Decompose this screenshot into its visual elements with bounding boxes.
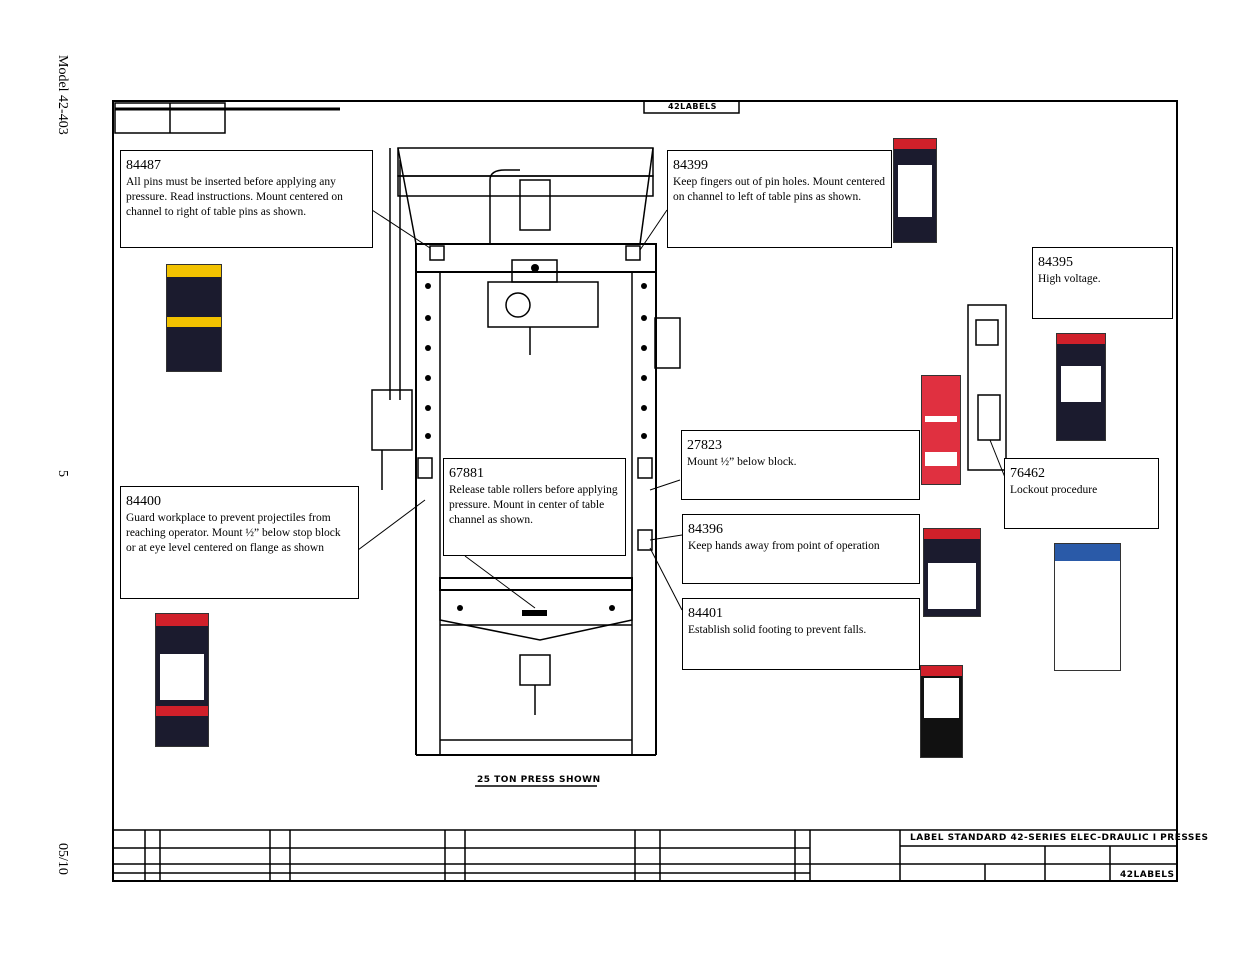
- callout-text: Lockout procedure: [1010, 484, 1098, 496]
- drawing-caption: 25 TON PRESS SHOWN: [477, 775, 601, 785]
- drawing-number: 42LABELS: [1120, 870, 1175, 880]
- callout-84401: 84401 Establish solid footing to prevent…: [682, 598, 920, 670]
- callout-27823: 27823 Mount ½” below block.: [681, 430, 920, 500]
- safety-instructions-label-image: [1054, 543, 1121, 671]
- callout-84395: 84395 High voltage.: [1032, 247, 1173, 319]
- callout-number: 84487: [126, 158, 161, 173]
- callout-67881: 67881 Release table rollers before apply…: [443, 458, 626, 556]
- callout-number: 76462: [1010, 466, 1045, 481]
- callout-text: Guard workplace to prevent projectiles f…: [126, 512, 341, 554]
- callout-text: Establish solid footing to prevent falls…: [688, 624, 867, 636]
- callout-text: Release table rollers before applying pr…: [449, 484, 618, 526]
- callout-number: 67881: [449, 466, 484, 481]
- callout-number: 84401: [688, 606, 723, 621]
- maintenance-label-image: [921, 375, 961, 485]
- callout-text: Keep hands away from point of operation: [688, 540, 880, 552]
- top-tag: 42LABELS: [668, 102, 717, 111]
- danger-label-image: [1056, 333, 1106, 441]
- callout-number: 84399: [673, 158, 708, 173]
- callout-84400: 84400 Guard workplace to prevent project…: [120, 486, 359, 599]
- callout-number: 84400: [126, 494, 161, 509]
- callout-text: High voltage.: [1038, 273, 1101, 285]
- hand-warning-label-image: [923, 528, 981, 617]
- callout-84487: 84487 All pins must be inserted before a…: [120, 150, 373, 248]
- callout-76462: 76462 Lockout procedure: [1004, 458, 1159, 529]
- callout-84399: 84399 Keep fingers out of pin holes. Mou…: [667, 150, 892, 248]
- callout-text: All pins must be inserted before applyin…: [126, 176, 343, 218]
- footing-warning-label-image: [920, 665, 963, 758]
- callout-number: 27823: [687, 438, 722, 453]
- warning-label-image: [893, 138, 937, 243]
- callout-84396: 84396 Keep hands away from point of oper…: [682, 514, 920, 584]
- callout-number: 84395: [1038, 255, 1073, 270]
- caution-label-image: [166, 264, 222, 372]
- callout-number: 84396: [688, 522, 723, 537]
- title-block-title: LABEL STANDARD 42-SERIES ELEC-DRAULIC I …: [910, 833, 1209, 843]
- callout-text: Keep fingers out of pin holes. Mount cen…: [673, 176, 886, 203]
- callout-text: Mount ½” below block.: [687, 456, 797, 468]
- projectile-warning-label-image: [155, 613, 209, 747]
